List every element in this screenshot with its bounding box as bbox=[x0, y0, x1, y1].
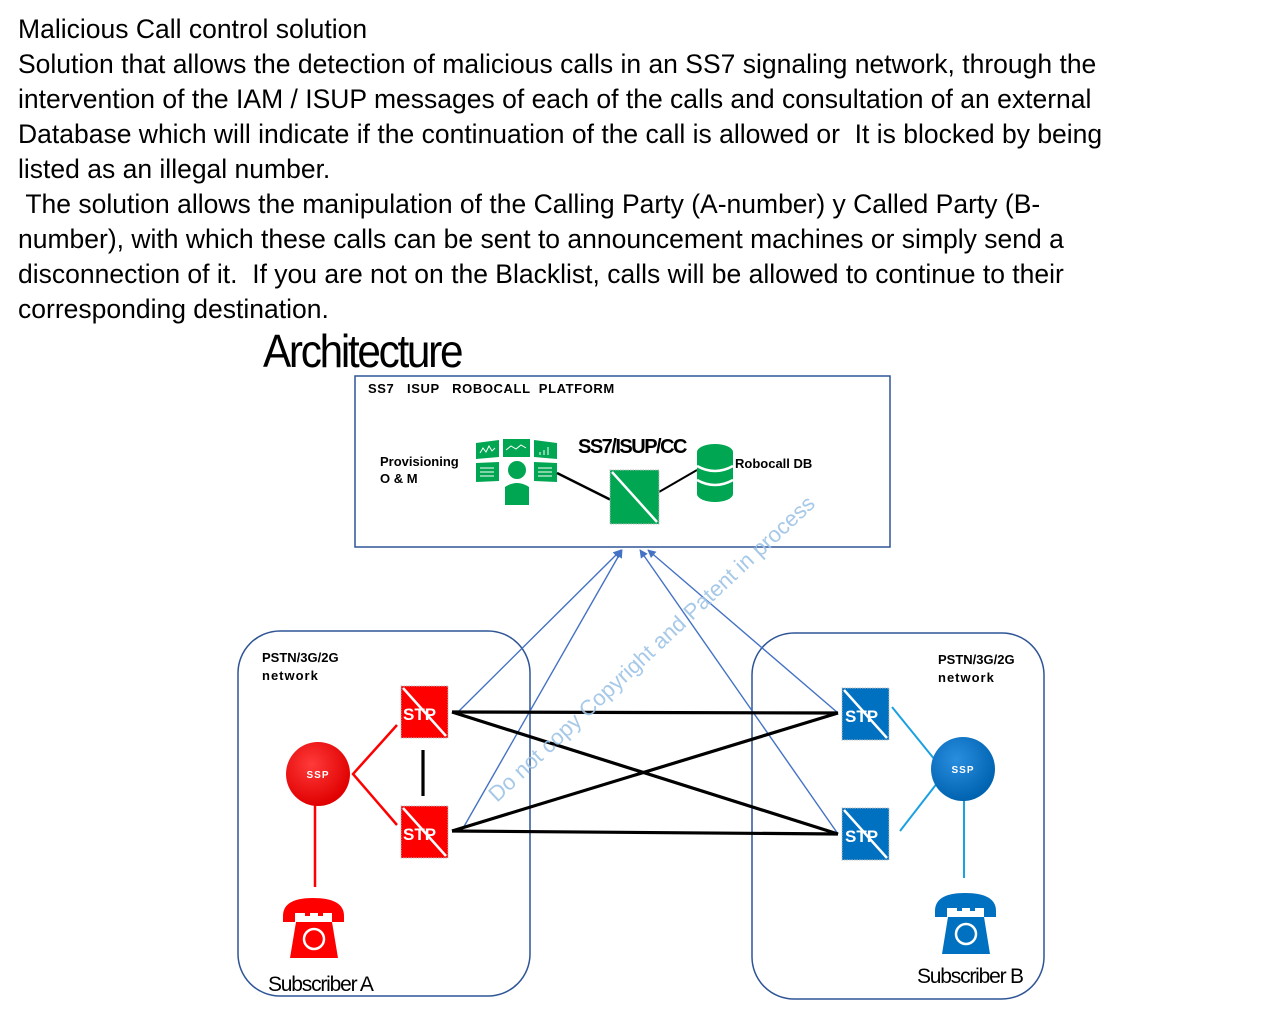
signal-link-b-top bbox=[647, 549, 839, 714]
provisioning-label: Provisioning bbox=[380, 454, 459, 469]
ssp-a-icon: SSP bbox=[286, 742, 350, 806]
platform-title: SS7 ISUP ROBOCALL PLATFORM bbox=[368, 381, 615, 396]
signal-link-a-top bbox=[457, 549, 622, 713]
stp-a-top-label: STP bbox=[403, 705, 436, 724]
db-label: Robocall DB bbox=[735, 456, 812, 471]
stp-b-bottom-ssp-link bbox=[899, 781, 939, 832]
ssp-b-icon: SSP bbox=[931, 737, 995, 801]
stp-b-top-label: STP bbox=[845, 707, 878, 726]
network-a-label: PSTN/3G/2G bbox=[262, 650, 339, 665]
paragraph-line: Solution that allows the detection of ma… bbox=[18, 49, 1097, 79]
trunk-link-bottom-top bbox=[451, 711, 839, 833]
paragraph-line: number), with which these calls can be s… bbox=[18, 224, 1064, 254]
stp-a-top-icon: STP bbox=[400, 685, 449, 739]
paragraph-line: The solution allows the manipulation of … bbox=[18, 189, 1041, 219]
ssp-a-label: SSP bbox=[306, 770, 329, 781]
document-title: Malicious Call control solution bbox=[18, 14, 368, 44]
om-label: O & M bbox=[380, 471, 418, 486]
network-a-box bbox=[237, 630, 531, 997]
watermark-text: Do not copy Copyright and Patent in proc… bbox=[483, 491, 819, 807]
paragraph-line: Database which will indicate if the cont… bbox=[18, 119, 1103, 149]
signal-link-a-bottom bbox=[461, 549, 623, 831]
paragraph-line: listed as an illegal number. bbox=[18, 154, 331, 184]
platform-box bbox=[354, 375, 891, 548]
core-switch-icon bbox=[609, 469, 660, 525]
architecture-title: Architecture bbox=[263, 325, 464, 377]
paragraph-line: disconnection of it. If you are not on t… bbox=[18, 259, 1064, 289]
subscriber-a-label: Subscriber A bbox=[268, 973, 374, 996]
core-db-link bbox=[658, 469, 698, 493]
network-b-sublabel: network bbox=[938, 670, 995, 685]
stp-a-bottom-icon: STP bbox=[400, 805, 449, 859]
subscriber-b-label: Subscriber B bbox=[917, 965, 1023, 988]
paragraph-line: intervention of the IAM / ISUP messages … bbox=[18, 84, 1092, 114]
stp-a-bottom-label: STP bbox=[403, 825, 436, 844]
operator-dashboard-icon bbox=[476, 439, 557, 505]
network-a-sublabel: network bbox=[262, 668, 319, 683]
stp-b-top-icon: STP bbox=[841, 687, 890, 741]
network-b-label: PSTN/3G/2G bbox=[938, 652, 1015, 667]
network-b-box bbox=[751, 632, 1045, 1000]
signal-link-b-bottom bbox=[639, 549, 839, 835]
provisioning-core-link bbox=[556, 471, 612, 502]
core-label: SS7/ISUP/CC bbox=[578, 436, 687, 458]
phone-b-icon bbox=[935, 893, 996, 954]
trunk-link-bottom-bottom bbox=[451, 829, 839, 836]
ssp-b-label: SSP bbox=[951, 765, 974, 776]
paragraph-line: corresponding destination. bbox=[18, 294, 329, 324]
trunk-link-top-top bbox=[451, 710, 839, 715]
phone-a-icon bbox=[283, 898, 344, 958]
description-text: Malicious Call control solution Solution… bbox=[18, 12, 1258, 327]
ssp-a-stp-links bbox=[351, 724, 398, 826]
stp-b-bottom-label: STP bbox=[845, 827, 878, 846]
stp-b-top-ssp-link bbox=[891, 706, 936, 761]
stp-b-bottom-icon: STP bbox=[841, 807, 890, 861]
database-icon bbox=[696, 444, 734, 502]
